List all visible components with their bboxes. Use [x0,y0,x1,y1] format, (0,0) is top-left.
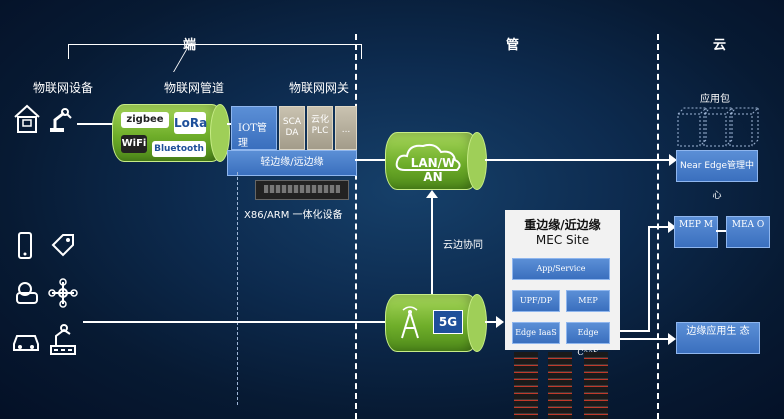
arrow-pipe-to-gateway [227,123,231,125]
section-pipe: 管 [506,38,520,53]
mec-title: 重边缘/近边缘 [524,218,601,232]
light-edge-label: 轻边缘/远边缘 [260,157,324,168]
server-rack-3 [584,352,608,419]
arrow-mec-out [620,330,650,332]
arrow-gateway-to-lan [355,159,387,161]
gateway-plc-box: 云化 PLC [307,106,333,150]
gateway-dashed-line [237,172,239,405]
label-iot-device: 物联网设备 [33,81,94,95]
protocol-bluetooth: Bluetooth [152,141,206,157]
mec-mep-box: MEP [566,290,610,312]
lan-wan-cylinder-cap [467,132,487,190]
mec-app-service-box: App/Service [512,258,610,280]
mec-iaas-label: Edge IaaS [515,328,557,337]
meao-label: MEA O [731,220,765,230]
edge-eco-label: 边缘应用生 态 [686,326,750,337]
mec-iaas-box: Edge IaaS [512,322,560,344]
mec-app-service-label: App/Service [536,264,586,273]
arrow-mepm-to-meao [716,230,726,232]
gateway-iot-mgmt-label: IOT管理 [238,123,267,149]
tag-icon [51,234,74,257]
cloud-icon [395,143,461,171]
car-icon [13,335,39,351]
arrow-to-eco-head [668,333,676,345]
arrow-lan-to-cloud [485,159,671,161]
mec-upf-box: UPF/DP [512,290,560,312]
fiveg-badge: 5G [433,310,463,334]
server-rack-1 [514,352,538,419]
protocol-wifi: WiFi [121,135,147,153]
near-edge-box: Near Edge管理中心 [676,150,758,201]
protocol-lora: LoRa [174,112,207,134]
app-package-icon [677,107,760,147]
light-edge-box: 轻边缘/远边缘 [227,150,357,176]
mepm-box: MEP M [674,216,718,248]
vr-headset-icon [16,282,38,304]
label-iot-gateway: 物联网网关 [289,81,350,95]
gateway-more-box: ... [335,106,357,150]
house-icon [14,104,40,133]
protocol-zigbee: zigbee [121,112,169,128]
arrow-5g-to-mec [485,321,497,323]
near-edge-label: Near Edge管理中心 [680,161,754,201]
server-rack-2 [548,352,572,419]
arrow-cloud-edge-sync-head [426,190,438,198]
lan-wan-cylinder [385,132,479,190]
arrow-5g-to-mec-head [496,316,504,328]
fiveg-cylinder-cap [467,294,487,352]
mepm-label: MEP M [679,220,713,230]
arrow-devices-to-pipe [77,123,113,125]
robot-arm-icon [50,108,72,132]
section-cloud: 云 [713,38,727,53]
divider-edge-pipe [355,34,357,419]
gateway-iot-mgmt-box: IOT管理 [231,106,277,150]
iot-pipe-cylinder-cap [210,104,230,162]
drone-icon [48,278,78,308]
arrow-devices-to-5g [83,321,390,323]
app-pkg-label: 应用包 [700,94,730,105]
gateway-more-label: ... [341,125,351,135]
phone-icon [18,232,32,259]
arrow-lan-to-cloud-head [669,154,677,166]
mec-mep-label: MEP [578,296,598,305]
lan-wan-label: LAN/W AN [410,156,456,184]
antenna-icon [401,306,419,339]
meao-box: MEA O [726,216,770,248]
x86-device-ports [264,185,340,193]
mec-subtitle: MEC Site [535,233,590,247]
gateway-scada-box: SCA DA [279,106,305,150]
x86-label: X86/ARM 一体化设备 [244,210,343,221]
bracket-line [68,44,362,59]
cloud-edge-label: 云边协同 [443,240,483,251]
gateway-plc-label: 云化 PLC [310,115,329,136]
label-iot-pipe: 物联网管道 [164,81,225,95]
arrow-to-mep-head [668,221,676,233]
mec-upf-label: UPF/DP [519,296,553,305]
edge-eco-box: 边缘应用生 态 [676,322,760,354]
gateway-scada-label: SCA DA [282,117,302,138]
factory-robot-icon [50,324,76,355]
arrow-to-eco [620,338,670,340]
x86-device-image [255,180,349,200]
mec-caas-box: Edge CaaS [566,322,610,357]
section-edge: 端 [183,38,197,53]
arrow-mec-vertical [648,226,650,332]
arrow-cloud-edge-sync [431,196,433,296]
arrow-to-mep [648,226,670,228]
